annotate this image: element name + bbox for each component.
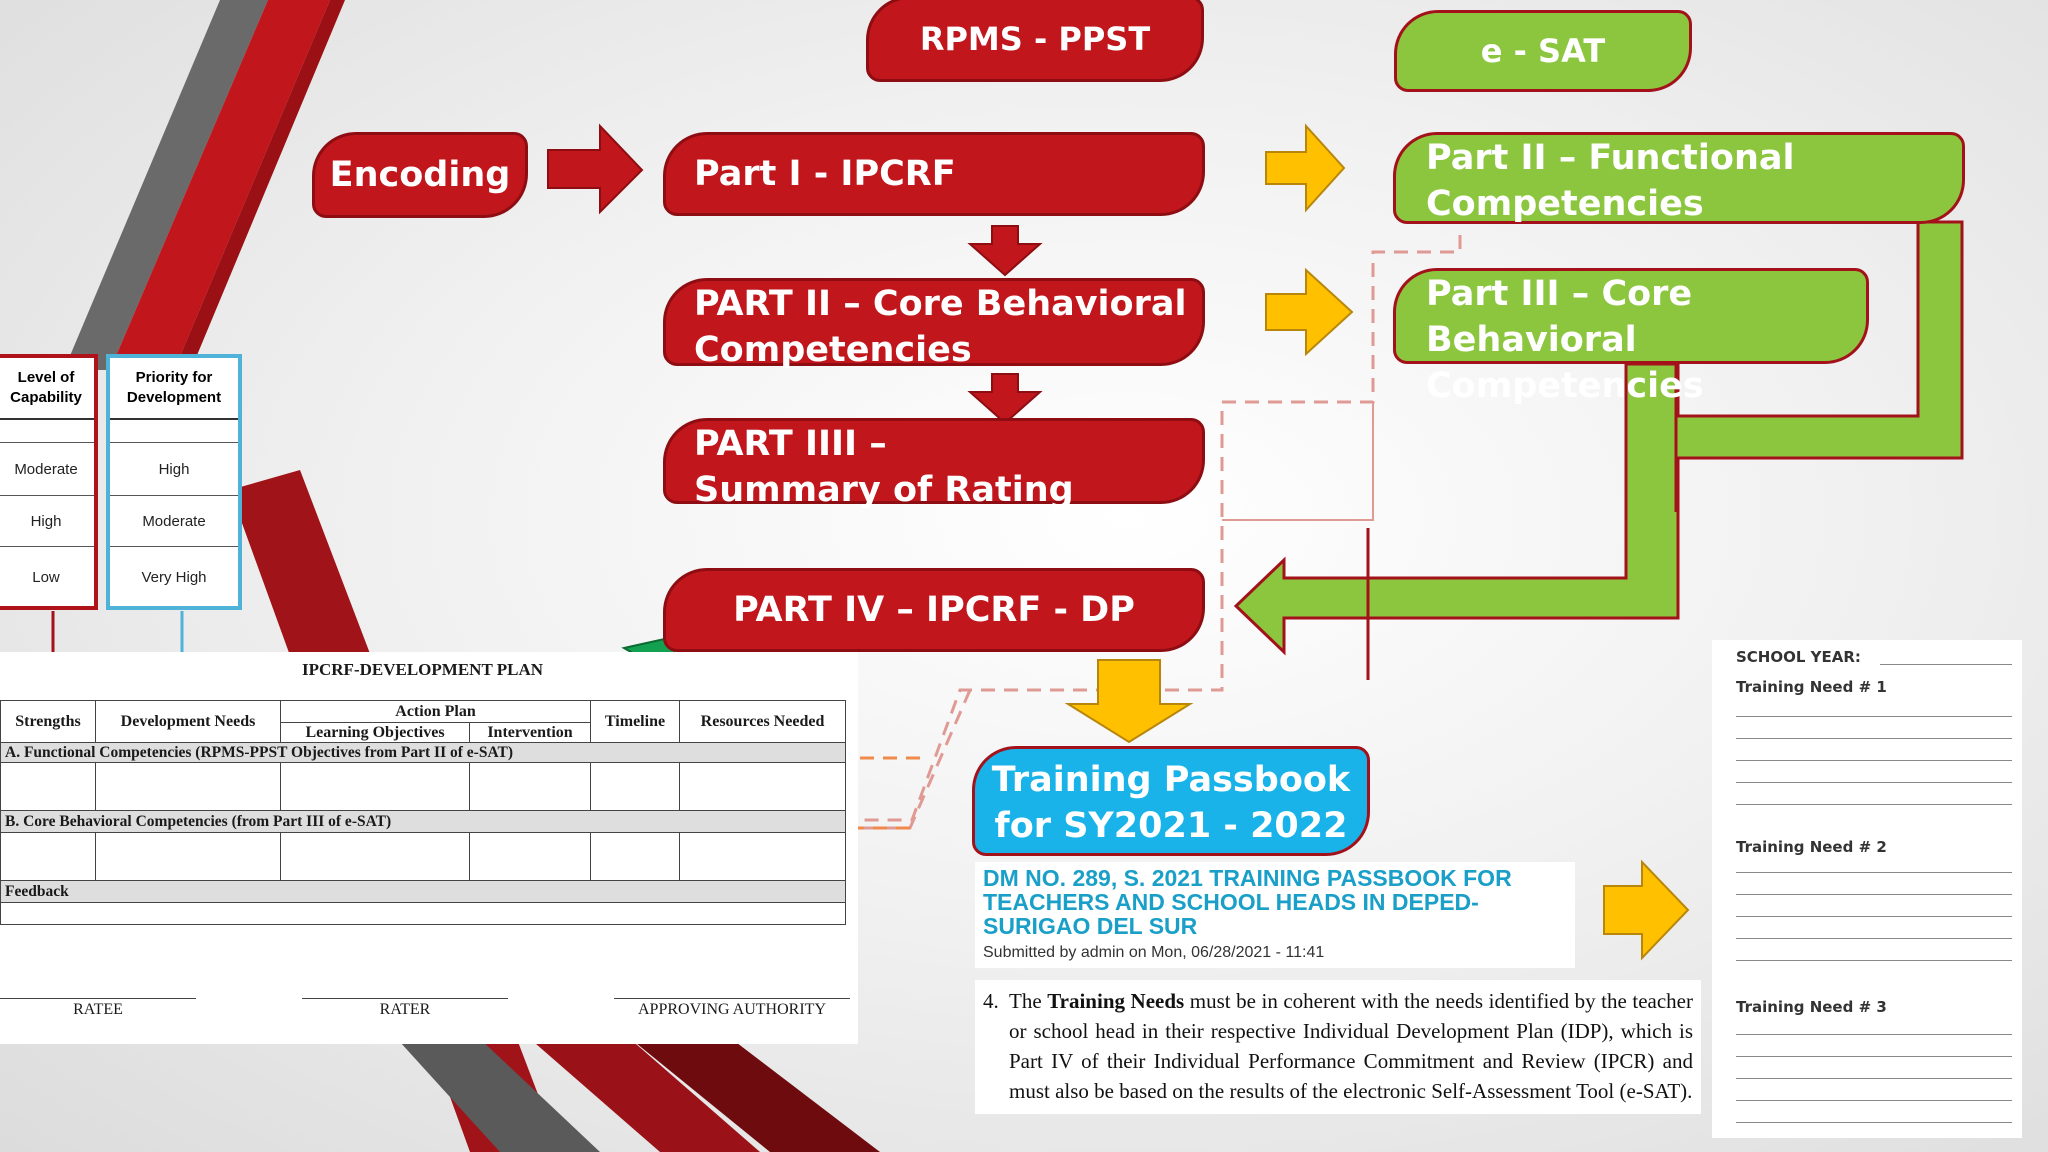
training-need-1-label: Training Need # 1	[1736, 678, 1887, 696]
core-behavioral-box: Part III – Core Behavioral Competencies	[1393, 268, 1869, 406]
signature-rater: RATER	[302, 998, 508, 1019]
encoding-box: Encoding	[312, 132, 528, 218]
green-return-arrow	[1233, 220, 1964, 656]
priority-cell: Moderate	[110, 496, 238, 547]
training-passbook-box: Training Passbook for SY2021 - 2022	[972, 746, 1370, 856]
paragraph-text: The Training Needs must be in coherent w…	[1009, 986, 1693, 1106]
part2-core-box: PART II – Core Behavioral Competencies	[663, 278, 1205, 370]
school-year-label: SCHOOL YEAR:	[1736, 648, 1861, 666]
summary-line2: Summary of Rating	[694, 470, 1074, 510]
priority-spacer	[110, 420, 238, 443]
part4-label: PART IV – IPCRF - DP	[733, 590, 1135, 630]
rpms-ppst-box: RPMS - PPST	[866, 0, 1204, 82]
col-timeline: Timeline	[590, 700, 680, 743]
priority-header-line2: Development	[126, 389, 222, 406]
memo-article: DM NO. 289, S. 2021 TRAINING PASSBOOK FO…	[975, 862, 1575, 968]
part1-label: Part I - IPCRF	[694, 154, 956, 194]
priority-cell: Very High	[141, 568, 207, 586]
functional-competencies-box: Part II – Functional Competencies	[1393, 132, 1965, 224]
form-line	[1736, 1100, 2012, 1101]
col-development-needs: Development Needs	[95, 700, 281, 743]
form-line	[1736, 1034, 2012, 1035]
level-cell: Low	[32, 568, 60, 586]
part2-core-line1: PART II – Core Behavioral	[694, 284, 1187, 324]
paragraph-bold: Training Needs	[1047, 989, 1185, 1013]
form-line	[1736, 916, 2012, 917]
level-header: Level of Capability	[0, 358, 94, 420]
section-a-functional: A. Functional Competencies (RPMS-PPST Ob…	[0, 742, 846, 763]
signature-ratee: RATEE	[0, 998, 196, 1019]
core-line1: Part III – Core Behavioral	[1426, 274, 1693, 360]
esat-box: e - SAT	[1394, 10, 1692, 92]
passbook-form: SCHOOL YEAR: Training Need # 1 Training …	[1712, 640, 2022, 1138]
ipcrf-development-plan-document: IPCRF-DEVELOPMENT PLAN Strengths Develop…	[0, 652, 858, 1044]
training-need-3-label: Training Need # 3	[1736, 998, 1887, 1016]
col-resources-needed: Resources Needed	[679, 700, 846, 743]
article-submitted: Submitted by admin on Mon, 06/28/2021 - …	[983, 944, 1325, 961]
col-action-plan: Action Plan	[280, 700, 591, 723]
summary-line1: PART IIII –	[694, 424, 887, 464]
table-row	[0, 762, 846, 811]
arrow-part1-to-part2	[967, 225, 1043, 277]
arrow-article-to-form	[1603, 859, 1690, 961]
signature-approving-authority: APPROVING AUTHORITY	[614, 998, 850, 1019]
form-line	[1736, 738, 2012, 739]
form-line	[1736, 938, 2012, 939]
level-cell: High	[0, 496, 94, 547]
item-number: 4.	[983, 989, 999, 1013]
priority-cell: High	[110, 443, 238, 496]
level-cell: Moderate	[0, 443, 94, 496]
form-line	[1736, 716, 2012, 717]
functional-line1: Part II – Functional	[1426, 138, 1795, 178]
training-needs-paragraph: 4. The Training Needs must be in coheren…	[975, 980, 1701, 1114]
arrow-dp-to-passbook	[1064, 659, 1194, 744]
encoding-label: Encoding	[329, 155, 511, 195]
col-intervention: Intervention	[469, 722, 591, 743]
passbook-line2: for SY2021 - 2022	[994, 806, 1348, 846]
arrow-part1-to-functional	[1265, 123, 1346, 213]
part2-core-line2: Competencies	[694, 330, 972, 370]
level-header-line1: Level of	[17, 369, 75, 386]
arrow-part2-to-core	[1265, 267, 1354, 357]
esat-label: e - SAT	[1480, 32, 1606, 70]
form-line	[1736, 804, 2012, 805]
arrow-part2-to-summary	[967, 373, 1043, 425]
table-row	[0, 902, 846, 925]
level-spacer	[0, 420, 94, 443]
core-line2: Competencies	[1426, 366, 1704, 406]
form-line	[1736, 894, 2012, 895]
paragraph-post: must be in coherent with the needs ident…	[1009, 989, 1693, 1103]
level-of-capability-column: Level of Capability Moderate High Low	[0, 354, 98, 610]
summary-rating-box: PART IIII – Summary of Rating	[663, 418, 1205, 510]
passbook-line1: Training Passbook	[991, 760, 1351, 800]
training-need-2-label: Training Need # 2	[1736, 838, 1887, 856]
school-year-line	[1880, 664, 2012, 665]
paragraph-pre: The	[1009, 989, 1048, 1013]
form-line	[1736, 1078, 2012, 1079]
feedback-row: Feedback	[0, 880, 846, 903]
dashed-connector-a	[720, 235, 1462, 822]
section-b-core: B. Core Behavioral Competencies (from Pa…	[0, 810, 846, 833]
dev-plan-title: IPCRF-DEVELOPMENT PLAN	[302, 660, 543, 679]
form-line	[1736, 782, 2012, 783]
col-strengths: Strengths	[0, 700, 96, 743]
part1-ipcrf-box: Part I - IPCRF	[663, 132, 1205, 216]
col-learning-objectives: Learning Objectives	[280, 722, 470, 743]
table-row	[0, 832, 846, 881]
dev-plan-table: Strengths Development Needs Action Plan …	[0, 700, 846, 925]
functional-line2: Competencies	[1426, 184, 1704, 224]
priority-header-line1: Priority for	[135, 369, 213, 386]
form-line	[1736, 872, 2012, 873]
article-title[interactable]: DM NO. 289, S. 2021 TRAINING PASSBOOK FO…	[983, 865, 1512, 939]
form-line	[1736, 1056, 2012, 1057]
level-header-line2: Capability	[10, 389, 82, 406]
form-line	[1736, 960, 2012, 961]
part4-ipcrf-dp-box: PART IV – IPCRF - DP	[663, 568, 1205, 652]
form-line	[1736, 1122, 2012, 1123]
rpms-ppst-label: RPMS - PPST	[919, 20, 1151, 58]
form-line	[1736, 760, 2012, 761]
arrow-encoding-to-part1	[547, 123, 644, 215]
